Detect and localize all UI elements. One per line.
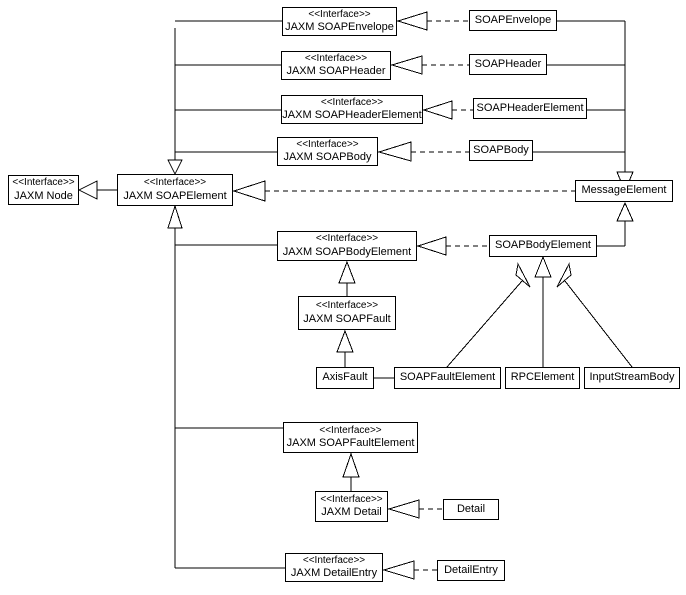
node-title: SOAPEnvelope [474, 13, 552, 26]
node-jaxm-node[interactable]: <<Interface>> JAXM Node [8, 175, 79, 205]
node-title: JAXM SOAPElement [123, 189, 227, 202]
realization-arrow-jaxm-soapbody [377, 141, 412, 162]
generalization-arrow-from-below-to-soapelement [167, 204, 183, 229]
realization-arrow-jaxm-detail [387, 499, 420, 519]
stereotype-label: <<Interface>> [315, 300, 379, 312]
stereotype-label: <<Interface>> [315, 233, 379, 245]
node-title: MessageElement [581, 184, 667, 197]
stereotype-label: <<Interface>> [304, 52, 368, 64]
edge-inputstreambody-to-soapbodyelement [564, 280, 633, 368]
edge-right-spine-to-messageelement [533, 20, 626, 172]
node-soapbody[interactable]: SOAPBody [469, 140, 533, 161]
realization-arrow-jaxm-soapbodyelement [416, 236, 447, 256]
generalization-arrow-to-jaxm-soapbodyelement [338, 260, 356, 284]
node-title: AxisFault [322, 371, 368, 384]
node-title: JAXM SOAPBody [283, 151, 372, 164]
edge-soapbodyelement-to-messageelement [597, 221, 626, 247]
realization-arrow-jaxm-soapheaderelement [422, 100, 453, 120]
node-soapfaultelement[interactable]: SOAPFaultElement [394, 367, 501, 389]
node-jaxm-soapbody[interactable]: <<Interface>> JAXM SOAPBody [277, 137, 378, 166]
node-title: JAXM SOAPFault [303, 312, 391, 325]
node-title: JAXM DetailEntry [290, 567, 378, 580]
stereotype-label: <<Interface>> [320, 96, 384, 108]
node-title: JAXM SOAPBodyElement [282, 245, 412, 258]
node-title: SOAPHeader [474, 57, 542, 70]
node-title: Detail [456, 502, 486, 515]
generalization-arrow-to-messageelement-bottom [616, 201, 634, 222]
realization-arrow-jaxm-soapenvelope [396, 11, 428, 31]
node-messageelement[interactable]: MessageElement [575, 180, 673, 202]
node-title: RPCElement [510, 371, 575, 384]
stereotype-label: <<Interface>> [319, 424, 382, 436]
stereotype-label: <<Interface>> [143, 177, 207, 189]
node-title: DetailEntry [444, 563, 498, 576]
edge-jaxm-soapelement-bottom-spine [174, 228, 285, 569]
generalization-arrow-to-jaxm-soapfault [336, 329, 354, 353]
realization-arrow-jaxm-detailentry [382, 560, 415, 580]
edge-soapfaultelement-to-soapbodyelement [446, 280, 523, 368]
generalization-arrow-to-jaxm-soapfaultelement [342, 452, 360, 478]
node-jaxm-detail[interactable]: <<Interface>> JAXM Detail [315, 491, 388, 522]
node-soapbodyelement[interactable]: SOAPBodyElement [489, 235, 597, 257]
node-jaxm-soapenvelope[interactable]: <<Interface>> JAXM SOAPEnvelope [282, 7, 397, 36]
realization-arrow-jaxm-soapelement [232, 180, 266, 202]
node-jaxm-soapheaderelement[interactable]: <<Interface>> JAXM SOAPHeaderElement [281, 95, 423, 124]
node-title: SOAPBody [473, 143, 529, 156]
node-axisfault[interactable]: AxisFault [316, 367, 374, 389]
node-soapheaderelement[interactable]: SOAPHeaderElement [473, 98, 587, 119]
node-title: SOAPFaultElement [399, 371, 496, 384]
generalization-arrow-soapbodyelement-right [556, 262, 572, 288]
node-soapenvelope[interactable]: SOAPEnvelope [469, 10, 557, 31]
stereotype-label: <<Interface>> [308, 8, 371, 20]
node-jaxm-detailentry[interactable]: <<Interface>> JAXM DetailEntry [285, 553, 383, 582]
node-detail[interactable]: Detail [443, 499, 499, 520]
node-title: JAXM Node [14, 189, 73, 202]
generalization-arrow-soapbodyelement-left [515, 262, 531, 288]
realization-arrow-jaxm-soapheader [390, 55, 423, 75]
node-detailentry[interactable]: DetailEntry [437, 560, 505, 581]
generalization-arrow-soapbodyelement-middle [534, 255, 552, 278]
node-title: JAXM SOAPHeaderElement [282, 109, 422, 122]
node-jaxm-soapbodyelement[interactable]: <<Interface>> JAXM SOAPBodyElement [277, 231, 417, 261]
node-jaxm-soapheader[interactable]: <<Interface>> JAXM SOAPHeader [281, 51, 391, 80]
generalization-arrow-to-jaxm-node [77, 180, 98, 200]
node-title: SOAPBodyElement [495, 239, 591, 252]
stereotype-label: <<Interface>> [12, 177, 75, 189]
node-inputstreambody[interactable]: InputStreamBody [584, 367, 680, 389]
node-soapheader[interactable]: SOAPHeader [469, 54, 547, 75]
edge-jaxm-soapelement-top-spine [174, 20, 282, 160]
stereotype-label: <<Interface>> [302, 554, 366, 566]
node-title: InputStreamBody [589, 371, 675, 384]
node-title: JAXM SOAPFaultElement [286, 437, 415, 450]
node-rpcelement[interactable]: RPCElement [505, 367, 580, 389]
generalization-arrow-to-soapelement-top [167, 159, 183, 176]
node-jaxm-soapfaultelement[interactable]: <<Interface>> JAXM SOAPFaultElement [283, 422, 418, 453]
node-jaxm-soapfault[interactable]: <<Interface>> JAXM SOAPFault [298, 296, 396, 330]
stereotype-label: <<Interface>> [296, 138, 359, 150]
node-title: JAXM Detail [321, 506, 382, 519]
node-jaxm-soapelement[interactable]: <<Interface>> JAXM SOAPElement [117, 174, 233, 206]
node-title: JAXM SOAPEnvelope [285, 21, 394, 34]
node-title: SOAPHeaderElement [476, 101, 584, 114]
stereotype-label: <<Interface>> [320, 493, 383, 505]
node-title: JAXM SOAPHeader [286, 65, 386, 78]
